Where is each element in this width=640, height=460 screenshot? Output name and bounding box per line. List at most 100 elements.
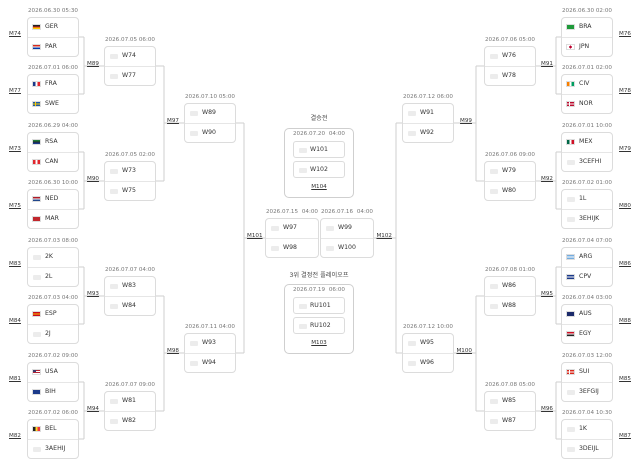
team-slot[interactable]: JPN xyxy=(562,38,612,58)
match-label[interactable]: M77 xyxy=(9,88,21,94)
team-slot[interactable]: SWE xyxy=(28,95,78,115)
match-label[interactable]: M83 xyxy=(9,261,21,267)
team-slot[interactable]: W98 xyxy=(266,239,318,259)
match-label[interactable]: M101 xyxy=(247,233,263,239)
match-label[interactable]: M75 xyxy=(9,203,21,209)
team-slot[interactable]: W86 xyxy=(485,277,535,297)
team-slot[interactable]: EGY xyxy=(562,325,612,345)
team-slot[interactable]: W95 xyxy=(403,334,453,354)
team-slot[interactable]: ESP xyxy=(28,305,78,325)
team-slot[interactable]: W102 xyxy=(293,161,345,178)
team-slot[interactable]: W93 xyxy=(185,334,235,354)
team-name: 2J xyxy=(45,330,51,337)
match-time: 04:00 xyxy=(356,209,373,215)
team-slot[interactable]: MEX xyxy=(562,133,612,153)
team-slot[interactable]: 3EHIJK xyxy=(562,210,612,230)
match-label[interactable]: M81 xyxy=(9,376,21,382)
team-slot[interactable]: GER xyxy=(28,18,78,38)
team-slot[interactable]: W73 xyxy=(105,162,155,182)
team-slot[interactable]: CPV xyxy=(562,268,612,288)
team-slot[interactable]: 1K xyxy=(562,420,612,440)
team-slot[interactable]: 2K xyxy=(28,248,78,268)
match-label[interactable]: M88 xyxy=(619,318,631,324)
team-slot[interactable]: W85 xyxy=(485,392,535,412)
team-slot[interactable]: W89 xyxy=(185,104,235,124)
match-label[interactable]: M73 xyxy=(9,146,21,152)
match-label[interactable]: M80 xyxy=(619,203,631,209)
team-slot[interactable]: W77 xyxy=(105,67,155,87)
team-slot[interactable]: W80 xyxy=(485,182,535,202)
team-slot[interactable]: W96 xyxy=(403,354,453,374)
match-label[interactable]: M85 xyxy=(619,376,631,382)
team-slot[interactable]: BEL xyxy=(28,420,78,440)
match-label[interactable]: M94 xyxy=(87,406,99,412)
match-label[interactable]: M78 xyxy=(619,88,631,94)
team-slot[interactable]: W100 xyxy=(321,239,373,259)
team-slot[interactable]: W94 xyxy=(185,354,235,374)
team-slot[interactable]: W74 xyxy=(105,47,155,67)
team-slot[interactable]: W82 xyxy=(105,412,155,432)
team-slot[interactable]: W79 xyxy=(485,162,535,182)
match-label[interactable]: M97 xyxy=(167,118,179,124)
team-slot[interactable]: USA xyxy=(28,363,78,383)
team-slot[interactable]: CIV xyxy=(562,75,612,95)
match-label[interactable]: M87 xyxy=(619,433,631,439)
team-slot[interactable]: W84 xyxy=(105,297,155,317)
team-slot[interactable]: 2L xyxy=(28,268,78,288)
match-label[interactable]: M74 xyxy=(9,31,21,37)
team-slot[interactable]: W92 xyxy=(403,124,453,144)
team-slot[interactable]: W87 xyxy=(485,412,535,432)
team-slot[interactable]: FRA xyxy=(28,75,78,95)
match-label[interactable]: M96 xyxy=(541,406,553,412)
team-slot[interactable]: 2J xyxy=(28,325,78,345)
match-label[interactable]: M98 xyxy=(167,348,179,354)
match-label[interactable]: M91 xyxy=(541,61,553,67)
match-label[interactable]: M76 xyxy=(619,31,631,37)
team-slot[interactable]: W91 xyxy=(403,104,453,124)
team-slot[interactable]: RSA xyxy=(28,133,78,153)
match-label[interactable]: M93 xyxy=(87,291,99,297)
team-slot[interactable]: W83 xyxy=(105,277,155,297)
team-slot[interactable]: 1L xyxy=(562,190,612,210)
match-label[interactable]: M100 xyxy=(456,348,472,354)
match-label[interactable]: M102 xyxy=(376,233,392,239)
team-slot[interactable]: RU102 xyxy=(293,317,345,334)
match-label[interactable]: M89 xyxy=(87,61,99,67)
team-slot[interactable]: 3CEFHI xyxy=(562,153,612,173)
team-slot[interactable]: NED xyxy=(28,190,78,210)
match-time: 04:00 xyxy=(328,131,345,137)
team-slot[interactable]: W81 xyxy=(105,392,155,412)
team-slot[interactable]: 3AEHIJ xyxy=(28,440,78,460)
team-slot[interactable]: BRA xyxy=(562,18,612,38)
team-slot[interactable]: W101 xyxy=(293,141,345,158)
match-label[interactable]: M86 xyxy=(619,261,631,267)
team-slot[interactable]: W76 xyxy=(485,47,535,67)
team-slot[interactable]: W99 xyxy=(321,219,373,239)
match-label[interactable]: M90 xyxy=(87,176,99,182)
third-place-match-label[interactable]: M103 xyxy=(311,340,327,346)
team-slot[interactable]: BIH xyxy=(28,383,78,403)
team-slot[interactable]: 3EFGIJ xyxy=(562,383,612,403)
match-label[interactable]: M84 xyxy=(9,318,21,324)
team-slot[interactable]: W90 xyxy=(185,124,235,144)
match-label[interactable]: M79 xyxy=(619,146,631,152)
finals-match-label[interactable]: M104 xyxy=(311,184,327,190)
team-slot[interactable]: W97 xyxy=(266,219,318,239)
match-label[interactable]: M82 xyxy=(9,433,21,439)
team-slot[interactable]: ARG xyxy=(562,248,612,268)
match-label[interactable]: M95 xyxy=(541,291,553,297)
match-label[interactable]: M99 xyxy=(460,118,472,124)
match-label[interactable]: M92 xyxy=(541,176,553,182)
team-slot[interactable]: MAR xyxy=(28,210,78,230)
team-slot[interactable]: AUS xyxy=(562,305,612,325)
team-slot[interactable]: W88 xyxy=(485,297,535,317)
team-slot[interactable]: SUI xyxy=(562,363,612,383)
team-slot[interactable]: NOR xyxy=(562,95,612,115)
team-slot[interactable]: CAN xyxy=(28,153,78,173)
team-placeholder-icon xyxy=(110,189,118,194)
team-slot[interactable]: W78 xyxy=(485,67,535,87)
team-slot[interactable]: W75 xyxy=(105,182,155,202)
team-slot[interactable]: PAR xyxy=(28,38,78,58)
team-slot[interactable]: 3DEIJL xyxy=(562,440,612,460)
team-slot[interactable]: RU101 xyxy=(293,297,345,314)
